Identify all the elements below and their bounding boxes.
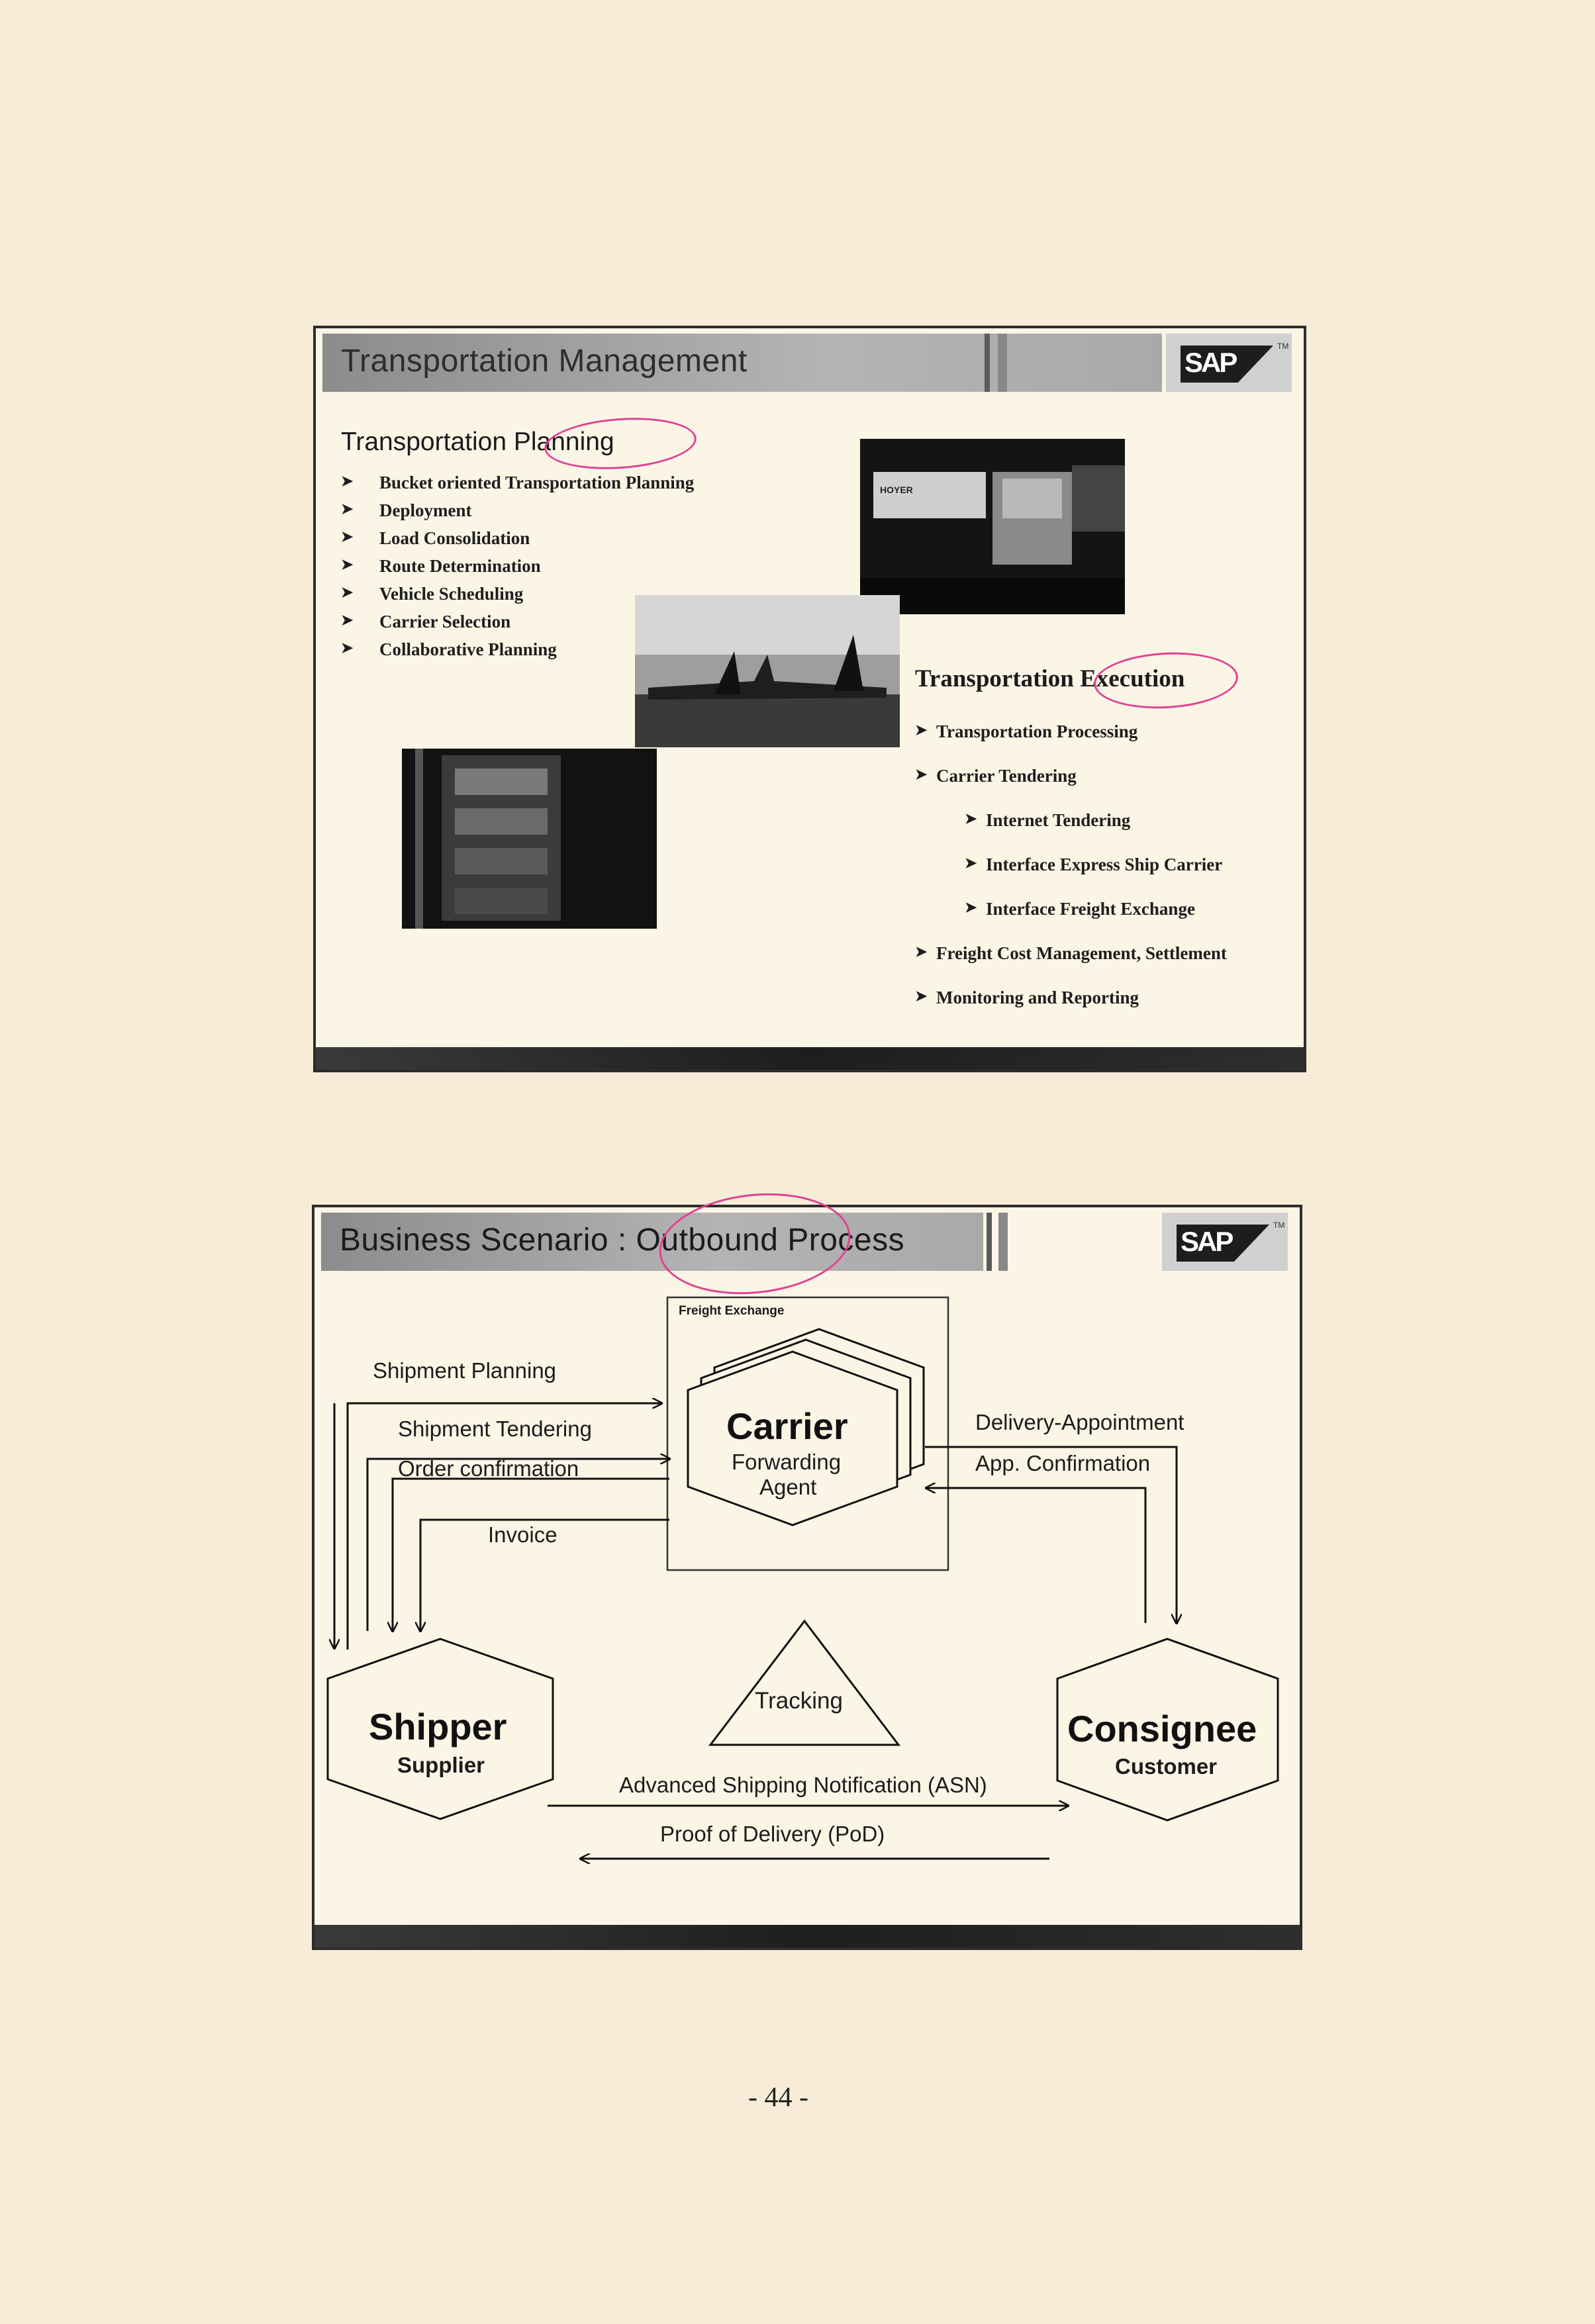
slide-title: Transportation Management	[341, 344, 748, 379]
airport-photo	[635, 595, 900, 747]
highlight-circle	[542, 413, 699, 474]
shipper-sub: Supplier	[397, 1753, 485, 1777]
sap-logo: SAP TM	[1166, 334, 1292, 392]
list-item: ➤Interface Freight Exchange	[965, 899, 1195, 919]
title-divider	[985, 334, 1024, 392]
list-item: ➤Deployment	[341, 500, 472, 520]
slide-transportation-management: Transportation Management SAP TM Transpo…	[313, 326, 1306, 1072]
slide-business-scenario: Business Scenario : Outbound Process SAP…	[312, 1184, 1302, 1950]
consignee-title: Consignee	[1067, 1708, 1257, 1749]
list-item: ➤Interface Express Ship Carrier	[965, 855, 1223, 874]
carrier-sub: Forwarding	[732, 1450, 842, 1474]
parking-photo	[402, 749, 657, 929]
shipment-planning-label: Shipment Planning	[373, 1358, 557, 1383]
invoice-label: Invoice	[488, 1522, 557, 1547]
shipment-tendering-label: Shipment Tendering	[398, 1417, 592, 1441]
consignee-sub: Customer	[1115, 1754, 1218, 1779]
execution-list: ➤Transportation Processing ➤Carrier Tend…	[915, 721, 1227, 1032]
order-confirmation-label: Order confirmation	[398, 1456, 579, 1481]
tracking-label: Tracking	[755, 1688, 843, 1714]
carrier-title: Carrier	[726, 1405, 848, 1447]
page-number: - 44 -	[748, 2082, 808, 2113]
execution-heading: Transportation Execution	[915, 665, 1185, 692]
title-divider	[987, 1213, 1026, 1271]
title-bar: Business Scenario : Outbound Process	[321, 1213, 983, 1271]
app-confirmation-label: App. Confirmation	[975, 1451, 1151, 1475]
planning-list: ➤Bucket oriented Transportation Planning…	[341, 473, 694, 667]
list-item: ➤Vehicle Scheduling	[341, 584, 524, 604]
slide-title: Business Scenario : Outbound Process	[340, 1223, 905, 1258]
truck-photo: HOYER	[860, 439, 1125, 614]
list-item: ➤Load Consolidation	[341, 528, 530, 548]
pod-label: Proof of Delivery (PoD)	[660, 1822, 885, 1846]
planning-heading: Transportation Planning	[341, 428, 614, 456]
svg-text:HOYER: HOYER	[880, 485, 913, 495]
list-item: ➤Freight Cost Management, Settlement	[915, 943, 1227, 963]
asn-label: Advanced Shipping Notification (ASN)	[619, 1773, 987, 1797]
list-item: ➤Route Determination	[341, 556, 541, 576]
list-item: ➤Transportation Processing	[915, 721, 1138, 741]
sap-logo: SAP TM	[1162, 1213, 1288, 1271]
bottom-bar	[316, 1047, 1304, 1070]
list-item: ➤Carrier Selection	[341, 612, 511, 631]
freight-exchange-label: Freight Exchange	[679, 1304, 785, 1318]
delivery-appointment-label: Delivery-Appointment	[975, 1410, 1184, 1434]
highlight-circle	[1092, 649, 1240, 712]
list-item: ➤Carrier Tendering	[915, 766, 1077, 786]
shipper-title: Shipper	[369, 1706, 507, 1747]
title-bar: Transportation Management	[322, 334, 1162, 392]
carrier-sub: Agent	[759, 1475, 817, 1499]
list-item: ➤Internet Tendering	[965, 810, 1131, 830]
list-item: ➤Bucket oriented Transportation Planning	[341, 473, 695, 492]
diagram-lines	[326, 1296, 1279, 1929]
list-item: ➤Collaborative Planning	[341, 639, 557, 659]
bottom-bar	[314, 1925, 1300, 1947]
list-item: ➤Monitoring and Reporting	[915, 988, 1139, 1007]
